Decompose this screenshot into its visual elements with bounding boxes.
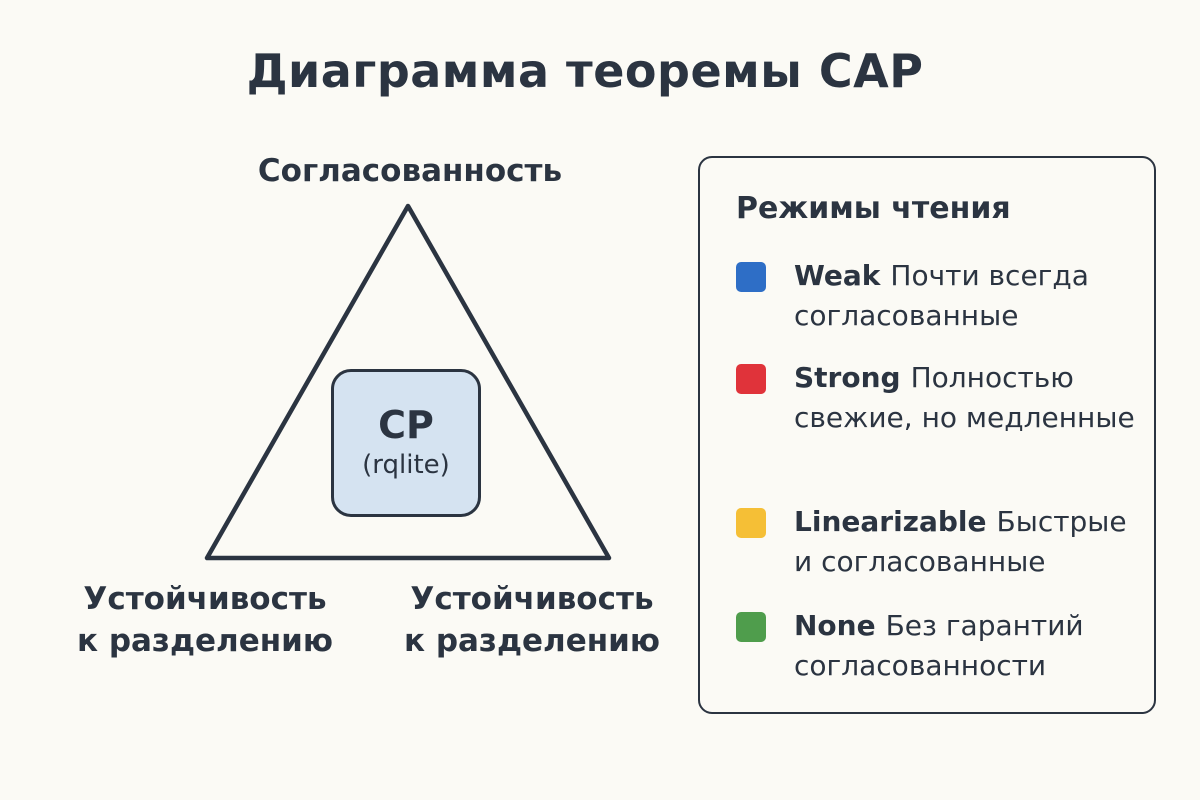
legend-item-description: Почти всегда согласованные xyxy=(794,259,1089,332)
partition-tolerance-label-left: Устойчивость к разделению xyxy=(40,578,370,662)
cap-triangle-shape xyxy=(204,203,612,561)
legend-item-name: None xyxy=(794,609,876,642)
linearizable-color-swatch xyxy=(736,508,766,538)
partition-tolerance-left-line-2: к разделению xyxy=(76,623,334,659)
legend-item-description: Полностью свежие, но медленные xyxy=(794,361,1135,434)
partition-tolerance-left-line-1: Устойчивость xyxy=(83,581,327,617)
legend-item-description: Быстрые и согласованные xyxy=(794,505,1127,578)
strong-color-swatch xyxy=(736,364,766,394)
none-color-swatch xyxy=(736,612,766,642)
cp-box: CP (rqlite) xyxy=(331,369,481,517)
legend-title: Режимы чтения xyxy=(736,191,1011,226)
consistency-label: Согласованность xyxy=(257,153,563,189)
partition-tolerance-label-right: Устойчивость к разделению xyxy=(367,578,697,662)
page-title: Диаграмма теоремы CAP xyxy=(246,44,924,98)
partition-tolerance-right-line-2: к разделению xyxy=(403,623,661,659)
legend-item-name: Linearizable xyxy=(794,505,987,538)
weak-color-swatch xyxy=(736,262,766,292)
legend-item-name: Strong xyxy=(794,361,901,394)
partition-tolerance-right-line-1: Устойчивость xyxy=(410,581,654,617)
cp-sublabel: (rqlite) xyxy=(362,450,450,480)
cp-label: CP xyxy=(378,403,434,447)
legend-item-name: Weak xyxy=(794,259,881,292)
legend-item-description: Без гарантий согласованности xyxy=(794,609,1084,682)
